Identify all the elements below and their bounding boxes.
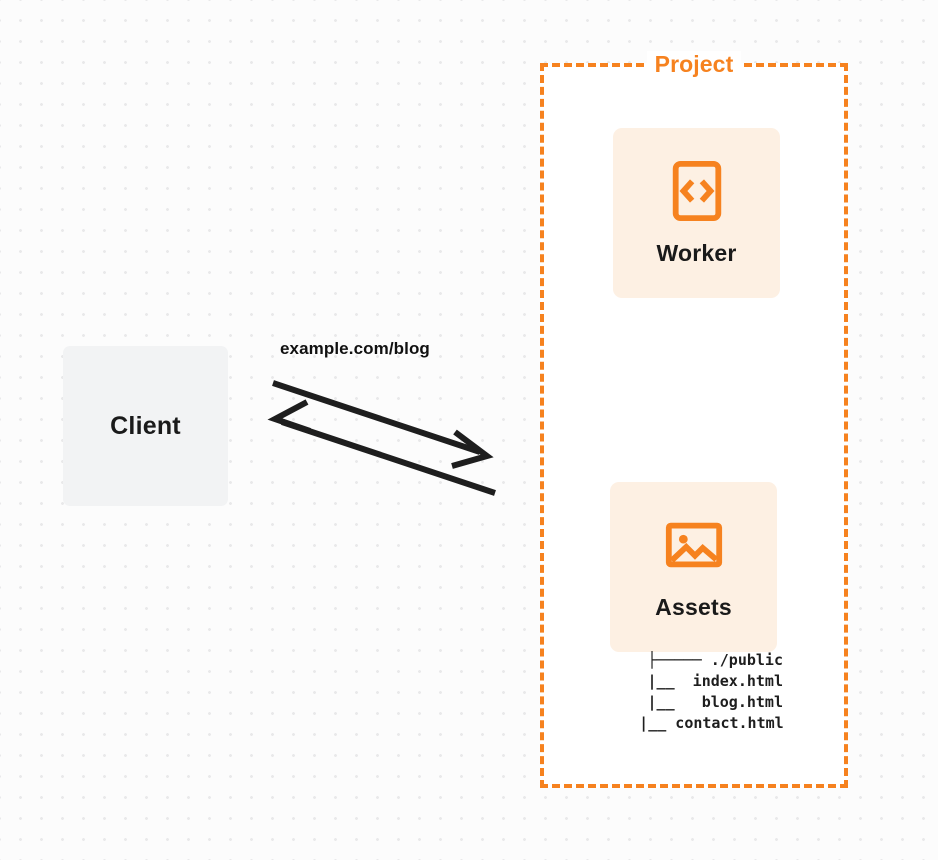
assets-file-tree: ├───── ./public |__ index.html |__ blog.…	[639, 651, 784, 732]
worker-node[interactable]: Worker	[613, 128, 780, 298]
client-label: Client	[110, 411, 181, 440]
image-icon	[665, 522, 722, 567]
assets-node[interactable]: Assets	[610, 482, 777, 652]
client-node[interactable]: Client	[63, 346, 228, 506]
project-label-text: Project	[646, 51, 742, 77]
project-label: Project	[540, 51, 848, 78]
response-arrow	[267, 399, 496, 496]
assets-label: Assets	[655, 593, 732, 620]
worker-label: Worker	[656, 239, 737, 266]
request-arrow	[272, 380, 494, 469]
code-brackets-icon	[672, 160, 721, 221]
request-url-label: example.com/blog	[280, 339, 430, 358]
